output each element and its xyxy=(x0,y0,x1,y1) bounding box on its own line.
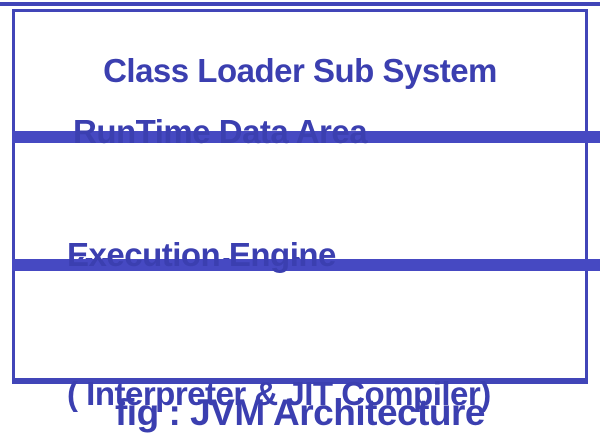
execution-engine-label: Execution Engine ( Interpreter & JIT Com… xyxy=(67,140,491,443)
class-loader-label: Class Loader Sub System xyxy=(103,52,497,90)
class-loader-box: Class Loader Sub System xyxy=(12,9,588,131)
separator-bar-top xyxy=(12,131,600,143)
runtime-data-area-label-line1: RunTime Data Area xyxy=(73,112,368,150)
figure-caption: fig : JVM Architecture xyxy=(114,392,486,433)
runtime-data-area-box: RunTime Data Area (Memory Area ) xyxy=(12,113,588,288)
execution-engine-box: Execution Engine ( Interpreter & JIT Com… xyxy=(12,236,588,412)
execution-engine-label-line2: ( Interpreter & JIT Compiler) xyxy=(67,374,491,412)
top-border-line xyxy=(0,2,600,6)
execution-engine-label-line1: Execution Engine xyxy=(67,236,336,274)
runtime-data-area-label: RunTime Data Area (Memory Area ) xyxy=(73,16,368,386)
separator-bar-bottom xyxy=(12,259,600,271)
